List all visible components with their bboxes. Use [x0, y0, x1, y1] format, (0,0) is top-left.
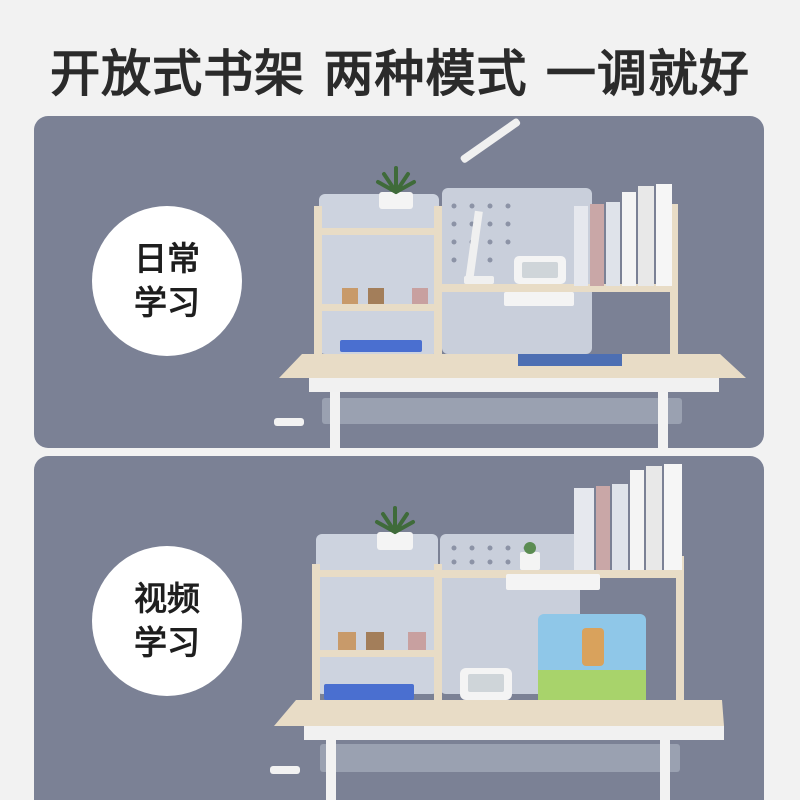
page-title: 开放式书架 两种模式 一调就好: [50, 45, 750, 103]
left-cabinet-side-right: [434, 564, 442, 704]
mode-label-line1: 视频: [134, 579, 200, 618]
potted-plant: [376, 166, 416, 209]
mode-label-line1: 日常: [134, 239, 200, 278]
desktop-surface: [279, 354, 746, 378]
potted-plant: [375, 506, 415, 550]
under-desk-drawer: [320, 744, 680, 772]
desk-illustration-daily: [274, 118, 746, 448]
left-cabinet-side-left: [312, 564, 320, 704]
under-desk-drawer: [322, 398, 682, 424]
left-cabinet-mid-shelf: [314, 304, 442, 311]
left-cabinet-side-right: [434, 206, 442, 356]
toy-cube: [368, 288, 384, 304]
desk-apron: [309, 378, 719, 392]
toy-cube: [366, 632, 384, 650]
mode-badge-video-study: 视频 学习: [92, 546, 242, 696]
right-shelf-board: [442, 284, 678, 292]
small-drawer: [506, 574, 600, 590]
toy-cube: [338, 632, 356, 650]
desk-illustration-video: [270, 464, 724, 800]
left-back-board: [319, 194, 439, 354]
desk-leg: [658, 392, 668, 448]
desk-leg: [660, 740, 670, 800]
small-drawer: [504, 292, 574, 306]
toy-cube: [412, 288, 428, 304]
left-cabinet-side-left: [314, 206, 322, 356]
desk-leg: [330, 392, 340, 448]
mode-panel-video-study: 视频 学习: [34, 456, 764, 800]
desktop-surface: [274, 700, 724, 726]
left-cabinet-top-shelf: [314, 228, 442, 235]
desk-lamp: [460, 118, 521, 284]
left-cabinet-top-shelf: [312, 570, 442, 577]
left-back-board: [316, 534, 438, 694]
mode-panel-daily-study: 日常 学习: [34, 116, 764, 448]
book-stack: [574, 464, 682, 570]
book-stack: [574, 184, 672, 286]
left-cabinet-mid-shelf: [312, 650, 442, 657]
right-shelf-side: [670, 204, 678, 354]
desk-leg: [326, 740, 336, 800]
pencil-case: [324, 684, 414, 700]
toy-cube: [408, 632, 426, 650]
mode-badge-daily-study: 日常 学习: [92, 206, 242, 356]
picture-book: [518, 354, 622, 366]
height-crank-handle: [274, 418, 304, 426]
mode-label-line2: 学习: [134, 283, 200, 322]
small-succulent: [520, 542, 540, 570]
height-crank-handle: [270, 766, 300, 774]
right-shelf-side: [676, 556, 684, 704]
tablet-on-stand: [538, 614, 646, 700]
pencil-case: [340, 340, 422, 352]
toy-cube: [342, 288, 358, 304]
desk-apron: [304, 726, 724, 740]
mode-label-line2: 学习: [134, 623, 200, 662]
